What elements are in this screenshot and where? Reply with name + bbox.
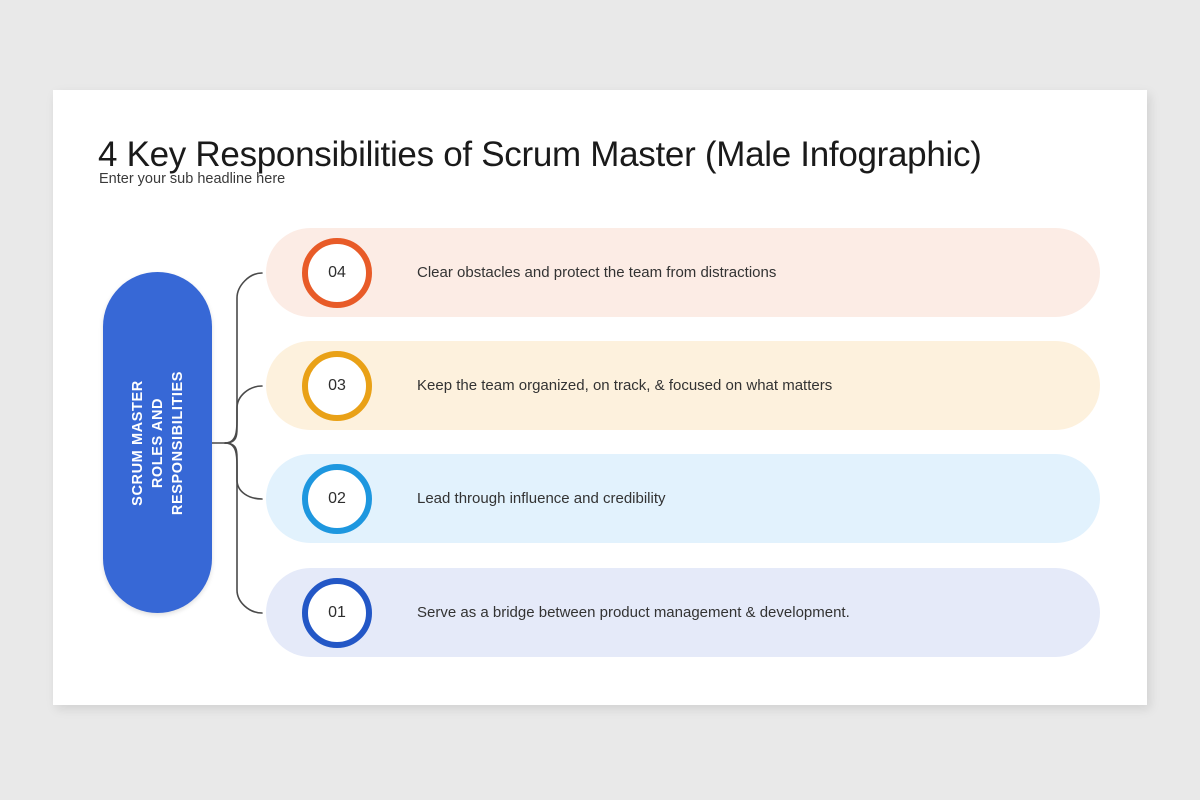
number-badge-01: 01 [302,577,372,648]
connector-branch-01 [224,442,263,614]
number-badge-02-label: 02 [328,489,346,507]
number-badge-01-label: 01 [328,603,346,621]
responsibility-row-01[interactable]: 01 Serve as a bridge between product man… [266,568,1100,657]
scrum-master-roles-pill-label: SCRUM MASTER ROLES AND RESPONSIBILITIES [128,370,188,514]
page-subtitle: Enter your sub headline here [99,171,286,187]
responsibility-text-03: Keep the team organized, on track, & foc… [417,377,833,394]
connector-branch-02 [224,442,263,500]
pill-line-2: ROLES AND [149,397,166,488]
connector-branch-04 [224,272,263,444]
pill-line-1: SCRUM MASTER [129,379,146,506]
number-badge-04: 04 [302,237,372,308]
page-title: 4 Key Responsibilities of Scrum Master (… [98,135,982,175]
responsibility-row-03[interactable]: 03 Keep the team organized, on track, & … [266,341,1100,430]
responsibility-row-02[interactable]: 02 Lead through influence and credibilit… [266,454,1100,543]
responsibility-text-04: Clear obstacles and protect the team fro… [417,264,777,281]
responsibility-text-02: Lead through influence and credibility [417,490,666,507]
number-badge-03: 03 [302,350,372,421]
slide-canvas: 4 Key Responsibilities of Scrum Master (… [53,90,1147,705]
number-badge-03-label: 03 [328,376,346,394]
number-badge-02: 02 [302,463,372,534]
connector-branch-03 [224,385,263,444]
number-badge-04-label: 04 [328,263,346,281]
scrum-master-roles-pill[interactable]: SCRUM MASTER ROLES AND RESPONSIBILITIES [103,272,212,613]
responsibility-text-01: Serve as a bridge between product manage… [417,604,850,621]
pill-line-3: RESPONSIBILITIES [169,370,186,515]
responsibility-row-04[interactable]: 04 Clear obstacles and protect the team … [266,228,1100,317]
